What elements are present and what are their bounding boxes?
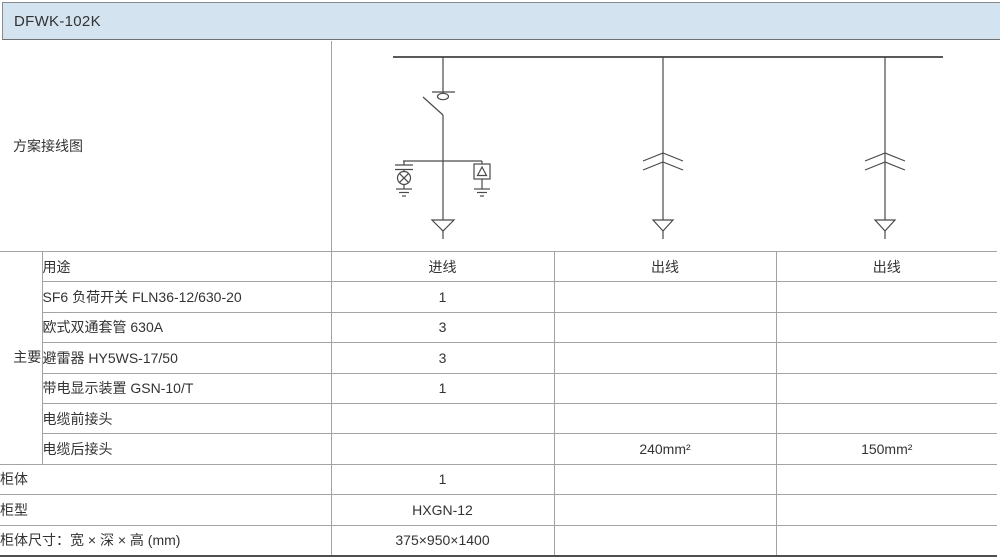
cell-incoming xyxy=(331,402,555,435)
table-row: 柜型 HXGN-12 xyxy=(0,494,997,526)
cell-outgoing-2 xyxy=(776,372,997,404)
cell-outgoing-1 xyxy=(554,494,777,526)
cell-incoming: HXGN-12 xyxy=(331,494,555,526)
table-row: 柜体尺寸：宽 × 深 × 高 (mm) 375×950×1400 xyxy=(0,524,997,557)
row-label: 柜体尺寸：宽 × 深 × 高 (mm) xyxy=(0,524,332,557)
table-row: 欧式双通套管 630A 3 xyxy=(0,311,997,344)
cell-outgoing-2 xyxy=(776,524,997,557)
separable-connector-icon xyxy=(864,152,906,171)
cell-outgoing-2 xyxy=(776,463,997,496)
header-outgoing-2: 出线 xyxy=(776,250,997,283)
cell-outgoing-1: 240mm² xyxy=(554,433,777,465)
header-outgoing-1: 出线 xyxy=(554,250,777,283)
spec-table: 主要元件 用途 进线 出线 出线 SF6 负荷开关 FLN36-12/630-2… xyxy=(0,250,997,557)
header-usage: 用途 xyxy=(42,250,332,283)
single-line-diagram xyxy=(393,56,943,239)
table-row: SF6 负荷开关 FLN36-12/630-20 1 xyxy=(0,281,997,313)
scheme-section: 方案接线图 xyxy=(0,40,1000,251)
row-label: SF6 负荷开关 FLN36-12/630-20 xyxy=(42,281,332,313)
row-label: 带电显示装置 GSN-10/T xyxy=(42,372,332,404)
cell-outgoing-1 xyxy=(554,281,777,313)
cell-incoming: 3 xyxy=(331,342,555,374)
page-title: DFWK-102K xyxy=(14,12,101,30)
cell-outgoing-2 xyxy=(776,281,997,313)
earth-icon xyxy=(474,188,490,197)
cell-incoming: 1 xyxy=(331,281,555,313)
row-label: 电缆后接头 xyxy=(42,433,332,465)
cell-outgoing-2: 150mm² xyxy=(776,433,997,465)
incoming-feeder xyxy=(395,57,491,239)
cable-terminal-icon xyxy=(430,219,456,239)
live-display-device-icon xyxy=(395,161,413,197)
cell-incoming: 1 xyxy=(331,463,555,496)
cell-outgoing-1 xyxy=(554,524,777,557)
outgoing-feeder xyxy=(864,57,906,239)
separable-connector-icon xyxy=(642,152,684,171)
section-divider xyxy=(331,41,332,251)
table-row: 主要元件 用途 进线 出线 出线 xyxy=(0,250,997,465)
cell-outgoing-1 xyxy=(554,342,777,374)
table-row: 避雷器 HY5WS-17/50 3 xyxy=(0,342,997,374)
title-bar: DFWK-102K xyxy=(2,2,1000,40)
cell-incoming: 1 xyxy=(331,372,555,404)
cell-incoming: 3 xyxy=(331,311,555,344)
surge-arrester-icon xyxy=(473,161,491,197)
cell-outgoing-1 xyxy=(554,372,777,404)
cable-terminal-icon xyxy=(651,219,675,239)
row-label: 柜型 xyxy=(0,494,332,526)
table-row: 柜体 1 xyxy=(0,463,997,496)
cell-outgoing-2 xyxy=(776,311,997,344)
row-label: 避雷器 HY5WS-17/50 xyxy=(42,342,332,374)
earth-icon xyxy=(396,188,412,197)
outgoing-feeder xyxy=(642,57,684,239)
cell-outgoing-1 xyxy=(554,311,777,344)
cell-outgoing-1 xyxy=(554,463,777,496)
scheme-label: 方案接线图 xyxy=(13,137,83,154)
cell-outgoing-1 xyxy=(554,402,777,435)
row-label: 欧式双通套管 630A xyxy=(42,311,332,344)
cell-outgoing-2 xyxy=(776,494,997,526)
table-row: 带电显示装置 GSN-10/T 1 xyxy=(0,372,997,404)
cable-terminal-icon xyxy=(873,219,897,239)
table-row: 电缆前接头 xyxy=(0,402,997,435)
cell-incoming xyxy=(331,433,555,465)
cell-incoming: 375×950×1400 xyxy=(331,524,555,557)
row-label: 电缆前接头 xyxy=(42,402,332,435)
cell-outgoing-2 xyxy=(776,402,997,435)
row-label: 柜体 xyxy=(0,463,332,496)
header-incoming: 进线 xyxy=(331,250,555,283)
group-cell-main-components: 主要元件 xyxy=(0,251,43,465)
table-row: 电缆后接头 240mm² 150mm² xyxy=(0,433,997,465)
load-break-switch-icon xyxy=(422,91,455,116)
cell-outgoing-2 xyxy=(776,342,997,374)
group-label: 主要元件 xyxy=(13,349,42,366)
